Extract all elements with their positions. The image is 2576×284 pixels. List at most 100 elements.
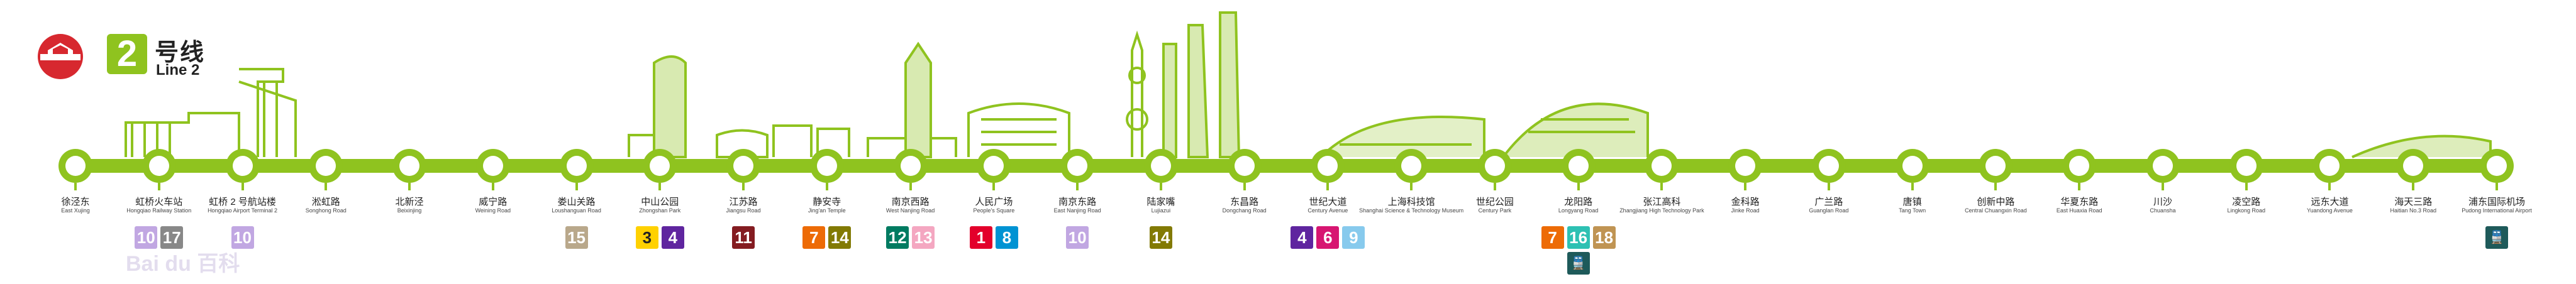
station-name-cn: 华夏东路 — [2060, 197, 2099, 207]
station-dot-icon[interactable] — [2229, 149, 2263, 183]
skyline-illustration — [125, 11, 2492, 158]
transfer-line-badge[interactable]: 16 — [1567, 226, 1590, 249]
station-dot-icon[interactable] — [1311, 149, 1345, 183]
transfer-line-badge[interactable]: 10 — [231, 226, 254, 249]
station-dot-icon[interactable] — [726, 149, 761, 183]
station-dot-icon[interactable] — [1227, 149, 1262, 183]
station-name-en: Lingkong Road — [2227, 207, 2265, 214]
station-tick — [1243, 183, 1246, 190]
station-dot-icon[interactable] — [559, 149, 594, 183]
station-name-cn: 唐镇 — [1902, 197, 1922, 207]
shanghai-metro-logo-icon — [38, 34, 83, 79]
maglev-train-icon[interactable] — [2485, 226, 2508, 249]
transfer-lines: 14 — [1117, 226, 1205, 249]
station-tick — [157, 183, 160, 190]
station-dot-icon[interactable] — [142, 149, 176, 183]
transfer-line-badge[interactable]: 1 — [969, 226, 992, 249]
transfer-line-badge[interactable]: 12 — [886, 226, 909, 249]
station-tick — [742, 183, 745, 190]
station-name-cn: 静安寺 — [813, 197, 841, 207]
station-name-cn: 川沙 — [2153, 197, 2172, 207]
station-dot-icon[interactable] — [2396, 149, 2431, 183]
maglev-train-icon[interactable] — [1567, 252, 1590, 275]
station-dot-icon[interactable] — [1477, 149, 1512, 183]
station-dot-icon[interactable] — [2312, 149, 2347, 183]
transfer-line-badge[interactable]: 4 — [661, 226, 684, 249]
station-dot-icon[interactable] — [1394, 149, 1429, 183]
station-dot-icon[interactable] — [392, 149, 427, 183]
station-name-cn: 南京西路 — [891, 197, 930, 207]
station-name-cn: 南京东路 — [1058, 197, 1097, 207]
transfer-line-badge[interactable]: 8 — [995, 226, 1018, 249]
station-dot-icon[interactable] — [1811, 149, 1846, 183]
station-name-en: Jinke Road — [1731, 207, 1760, 214]
station-name-cn: 凌空路 — [2232, 197, 2261, 207]
station-name-en: Pudong International Airport — [2462, 207, 2532, 214]
transfer-line-badge[interactable]: 6 — [1316, 226, 1340, 249]
station-name-en: East Nanjing Road — [1053, 207, 1101, 214]
station-name-cn: 金科路 — [1731, 197, 1760, 207]
station-dot-icon[interactable] — [2062, 149, 2097, 183]
station-name-cn: 远东大道 — [2311, 197, 2349, 207]
station-dot-icon[interactable] — [1728, 149, 1763, 183]
station-dot-icon[interactable] — [643, 149, 677, 183]
station-dot-icon[interactable] — [893, 149, 928, 183]
station-name-cn: 世纪公园 — [1475, 197, 1514, 207]
station-dot-icon[interactable] — [809, 149, 844, 183]
transfer-line-badge[interactable]: 10 — [135, 226, 158, 249]
transfer-line-badge[interactable]: 11 — [732, 226, 755, 249]
station-dot-icon[interactable] — [309, 149, 343, 183]
station-name-cn: 北新泾 — [395, 197, 424, 207]
station-name-en: Hongqiao Railway Station — [126, 207, 192, 214]
line-name-en: Line 2 — [156, 62, 200, 79]
station-dot-icon[interactable] — [475, 149, 510, 183]
station-tick — [992, 183, 996, 190]
transfer-line-badge[interactable]: 15 — [565, 226, 588, 249]
transfer-line-badge[interactable]: 13 — [912, 226, 935, 249]
station-tick — [1159, 183, 1162, 190]
station-name-cn: 中山公园 — [641, 197, 679, 207]
station-dot-icon[interactable] — [977, 149, 1011, 183]
transfer-line-badge[interactable]: 3 — [635, 226, 658, 249]
transfer-line-badge[interactable]: 10 — [1066, 226, 1089, 249]
station-tick — [241, 183, 244, 190]
transfer-line-badge[interactable]: 4 — [1291, 226, 1314, 249]
transfer-line-badge[interactable]: 14 — [1149, 226, 1172, 249]
transfer-line-badge[interactable]: 7 — [802, 226, 826, 249]
station-name-cn: 广兰路 — [1814, 197, 1843, 207]
station-dot-icon[interactable] — [1143, 149, 1178, 183]
station-tick — [1660, 183, 1663, 190]
station-name-en: Yuandong Avenue — [2307, 207, 2353, 214]
transfer-line-badge[interactable]: 14 — [828, 226, 852, 249]
station-dot-icon[interactable] — [1561, 149, 1596, 183]
station-dot-icon[interactable] — [2480, 149, 2514, 183]
station-dot-icon[interactable] — [58, 149, 92, 183]
transfer-line-badge[interactable]: 17 — [160, 226, 184, 249]
station-dot-icon[interactable] — [2145, 149, 2180, 183]
station-name-en: Lujiazui — [1151, 207, 1171, 214]
station-dot-icon[interactable] — [225, 149, 260, 183]
transfer-line-badge[interactable]: 7 — [1541, 226, 1564, 249]
station-dot-icon[interactable] — [1895, 149, 1929, 183]
station-name-en: Central Chuangxin Road — [1965, 207, 2027, 214]
transfer-line-badge[interactable]: 18 — [1592, 226, 1616, 249]
station-name-cn: 虹桥火车站 — [135, 197, 183, 207]
line-number-badge: 2 — [107, 34, 147, 74]
transfer-lines: 10 — [1033, 226, 1121, 249]
station-name-cn: 创新中路 — [1977, 197, 2015, 207]
transfer-line-badge[interactable]: 9 — [1342, 226, 1365, 249]
transfer-lines: 11 — [699, 226, 787, 249]
station-dot-icon[interactable] — [1060, 149, 1095, 183]
station-tick — [491, 183, 494, 190]
station-dot-icon[interactable] — [1979, 149, 2013, 183]
station-tick — [575, 183, 578, 190]
station-name-en: Jing'an Temple — [808, 207, 846, 214]
station-dot-icon[interactable] — [1645, 149, 1679, 183]
station-tick — [1911, 183, 1914, 190]
station-name-en: Century Avenue — [1307, 207, 1348, 214]
metro-logo — [35, 31, 86, 85]
